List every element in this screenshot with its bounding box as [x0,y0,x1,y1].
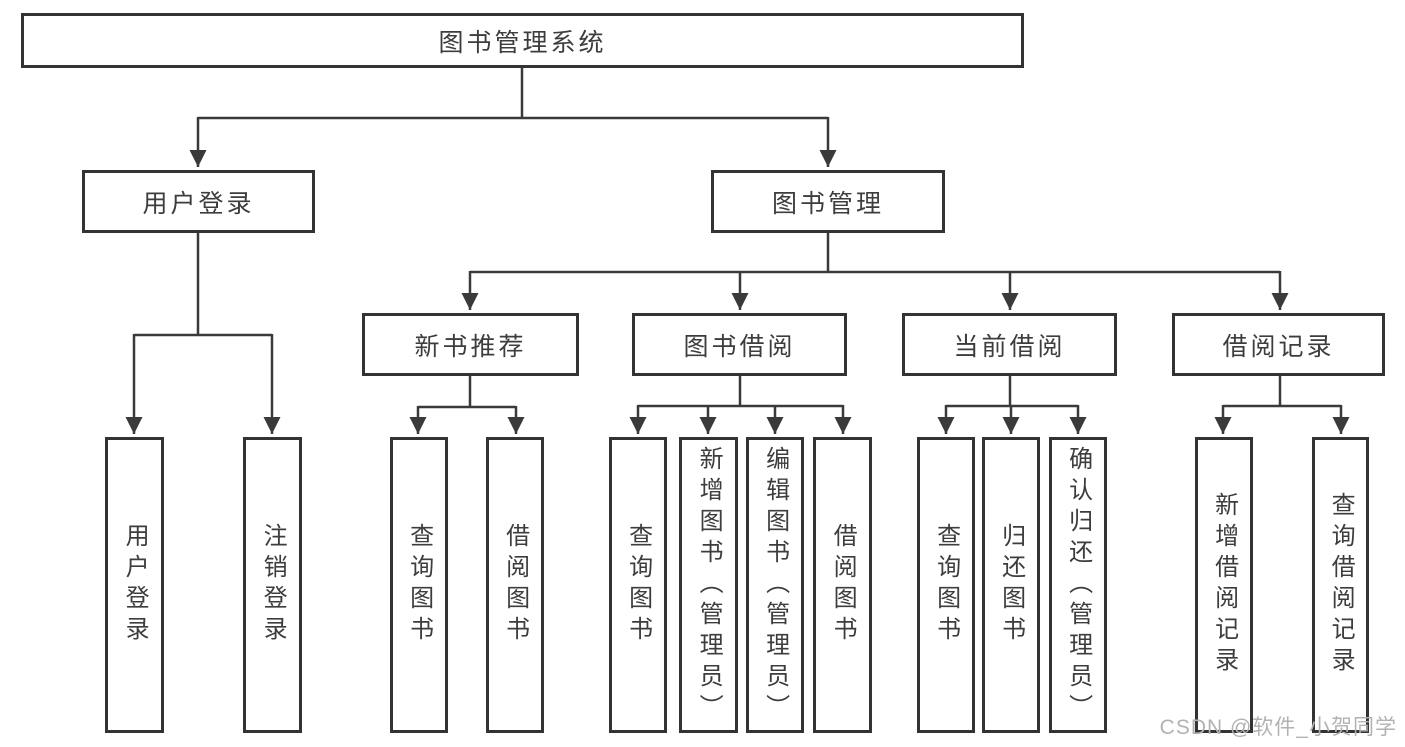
node-user-login: 用户登录 [82,170,315,233]
leaf-borrow-books-borrow-label: 借阅图书 [829,523,857,647]
leaf-return-book: 归还图书 [982,437,1040,733]
leaf-add-borrow-record: 新增借阅记录 [1195,437,1253,733]
node-book-management-label: 图书管理 [771,189,884,218]
node-book-borrow-label: 图书借阅 [683,332,796,361]
leaf-query-borrow-record-label: 查询借阅记录 [1327,492,1355,678]
edges-book-borrow [629,376,852,434]
leaf-user-login: 用户登录 [105,437,164,733]
leaf-logout-label: 注销登录 [259,523,287,647]
node-book-borrow: 图书借阅 [632,313,847,376]
leaf-query-books-borrow-label: 查询图书 [624,523,652,647]
edges-new-book-recommend [409,376,525,434]
node-borrow-records-label: 借阅记录 [1222,332,1335,361]
node-new-book-recommend-label: 新书推荐 [414,332,527,361]
csdn-watermark: CSDN @软件_小贺同学 [1159,716,1397,739]
edges-book-management [461,233,1289,310]
node-root-label: 图书管理系统 [438,28,607,57]
leaf-confirm-return-admin-label: 确认归还（管理员） [1064,445,1092,725]
leaf-query-books-recommend: 查询图书 [390,437,448,733]
edges-user-login [125,233,281,434]
node-borrow-records: 借阅记录 [1172,313,1385,376]
node-current-borrow-label: 当前借阅 [953,332,1066,361]
leaf-query-books-recommend-label: 查询图书 [405,523,433,647]
leaf-edit-book-admin-label: 编辑图书（管理员） [761,445,789,725]
leaf-borrow-books-borrow: 借阅图书 [813,437,872,733]
node-user-login-label: 用户登录 [142,189,255,218]
leaf-return-book-label: 归还图书 [997,523,1025,647]
node-book-management: 图书管理 [711,170,945,233]
edges-root [189,68,837,167]
leaf-borrow-books-recommend-label: 借阅图书 [501,523,529,647]
leaf-add-borrow-record-label: 新增借阅记录 [1210,492,1238,678]
edges-current-borrow [937,376,1087,434]
leaf-logout: 注销登录 [243,437,302,733]
leaf-add-book-admin: 新增图书（管理员） [679,437,738,733]
leaf-confirm-return-admin: 确认归还（管理员） [1049,437,1107,733]
leaf-edit-book-admin: 编辑图书（管理员） [746,437,804,733]
leaf-query-borrow-record: 查询借阅记录 [1312,437,1369,733]
leaf-user-login-label: 用户登录 [121,523,149,647]
leaf-add-book-admin-label: 新增图书（管理员） [695,445,723,725]
leaf-query-books-borrow: 查询图书 [609,437,667,733]
node-new-book-recommend: 新书推荐 [362,313,579,376]
leaf-query-books-current: 查询图书 [917,437,975,733]
leaf-query-books-current-label: 查询图书 [932,523,960,647]
node-root-system: 图书管理系统 [21,13,1024,68]
node-current-borrow: 当前借阅 [902,313,1117,376]
edges-borrow-records [1214,376,1350,434]
leaf-borrow-books-recommend: 借阅图书 [486,437,544,733]
